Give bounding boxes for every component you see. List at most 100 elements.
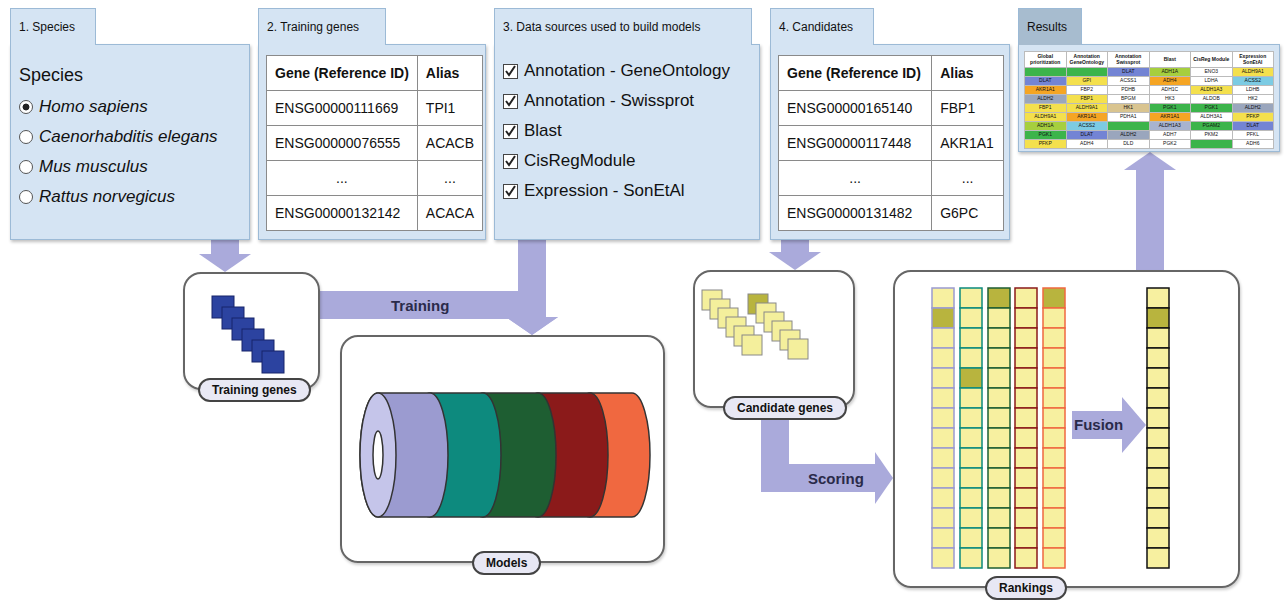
- result-cell: ALDH9A1: [1066, 104, 1108, 113]
- table-cell: ENSG00000131482: [779, 196, 932, 231]
- ranking-cell: [960, 328, 982, 348]
- ranking-cell: [1015, 488, 1037, 508]
- ranking-cell: [988, 528, 1010, 548]
- result-cell: GPI: [1066, 77, 1108, 86]
- ranking-cell: [1043, 428, 1065, 448]
- checkbox-option: Annotation - Swissprot: [503, 91, 694, 111]
- table-cell: ...: [417, 161, 482, 196]
- result-cell: ADH1A: [1025, 122, 1067, 131]
- input-panel: ResultsGlobal prioritizationAnnotation G…: [1018, 8, 1280, 152]
- result-cell: PFKL: [1232, 131, 1274, 140]
- result-cell: ALDH3A1: [1191, 113, 1233, 122]
- result-cell: AKR1A1: [1066, 113, 1108, 122]
- table-cell: ...: [779, 161, 932, 196]
- ranking-cell: [1015, 308, 1037, 328]
- ranking-cell: [932, 408, 954, 428]
- ranking-columns: [932, 288, 1169, 568]
- result-cell: HK2: [1232, 95, 1274, 104]
- cell-text: ...: [444, 170, 456, 186]
- gene-alias: ALDH2: [1120, 131, 1136, 137]
- ranking-cell: [960, 388, 982, 408]
- table-cell: ACACB: [417, 126, 482, 161]
- candidate-square: [788, 339, 808, 359]
- label-text: Training genes: [212, 383, 297, 397]
- column-header: Global prioritization: [1030, 53, 1060, 65]
- ranking-cell: [1147, 448, 1169, 468]
- table-row: FBP1ALDH9A1HK1PGK1PGK1ALDH2: [1025, 104, 1274, 113]
- result-cell: DLAT: [1066, 131, 1108, 140]
- ranking-cell: [932, 328, 954, 348]
- table-row: ENSG00000111669TPI1: [267, 91, 483, 126]
- ranking-cell: [932, 528, 954, 548]
- arrow-head: [506, 317, 558, 335]
- gene-alias: FBP1: [1080, 95, 1093, 101]
- table-cell: FBP1: [932, 91, 1004, 126]
- ranking-cell: [1043, 308, 1065, 328]
- panel-body: Annotation - GeneOntologyAnnotation - Sw…: [494, 44, 760, 240]
- ranking-cell: [988, 448, 1010, 468]
- result-cell: FBP2: [1066, 86, 1108, 95]
- radio-button: [19, 190, 33, 204]
- result-cell: DLAT: [1232, 122, 1274, 131]
- option-text: Annotation - Swissprot: [524, 91, 694, 111]
- result-cell: ALDH9A1: [1232, 68, 1274, 77]
- checkbox-frame: [504, 184, 518, 198]
- ranking-cell: [1147, 388, 1169, 408]
- ranking-cell: [932, 288, 954, 308]
- arrow-head: [199, 254, 251, 272]
- cell-text: G6PC: [940, 205, 978, 221]
- gene-alias: ADH6: [1246, 140, 1259, 146]
- result-cell: PDHB: [1108, 86, 1150, 95]
- result-cell: ACSS1: [1108, 77, 1150, 86]
- gene-alias: BPGM: [1121, 95, 1136, 101]
- tab-label: 4. Candidates: [779, 20, 853, 34]
- ranking-cell: [960, 448, 982, 468]
- result-cell: ADH4: [1066, 140, 1108, 149]
- ranking-cell: [960, 308, 982, 328]
- column-header: Expression SonEtAl: [1239, 53, 1266, 65]
- ranking-cell: [1015, 388, 1037, 408]
- stage-box: Candidate genes: [693, 270, 855, 408]
- result-cell: ALDH1A3: [1191, 86, 1233, 95]
- label-text: Candidate genes: [737, 401, 833, 415]
- tab-label: 1. Species: [19, 20, 75, 34]
- result-cell: PFKP: [1232, 113, 1274, 122]
- option-text: Mus musculus: [39, 157, 148, 177]
- gene-alias: ACSS2: [1245, 77, 1261, 83]
- ranking-cell: [988, 328, 1010, 348]
- cell-text: TPI1: [426, 100, 456, 116]
- gene-alias: DLAT: [1122, 68, 1134, 74]
- result-cell: ALDH1A3: [1149, 122, 1191, 131]
- gene-alias: ADH4: [1080, 140, 1093, 146]
- ranking-cell: [1147, 348, 1169, 368]
- gene-alias: FBP1: [1039, 104, 1052, 110]
- check-mark: [506, 66, 515, 75]
- ranking-cell: [1015, 428, 1037, 448]
- table-cell: CisReg Module: [1191, 52, 1233, 68]
- panel-body: Gene (Reference ID)AliasENSG00000111669T…: [258, 44, 486, 240]
- ranking-cell: [932, 448, 954, 468]
- flow-arrow: [1124, 152, 1176, 270]
- gene-alias: LDHA: [1205, 77, 1218, 83]
- checkbox-option: Annotation - GeneOntology: [503, 61, 730, 81]
- table-row: Gene (Reference ID)Alias: [267, 56, 483, 91]
- ranking-cell: [988, 308, 1010, 328]
- column-header: Alias: [940, 65, 973, 81]
- result-cell: FBP1: [1066, 95, 1108, 104]
- ranking-cell: [1015, 368, 1037, 388]
- ranking-cell: [1147, 488, 1169, 508]
- gene-alias: PDHB: [1121, 86, 1135, 92]
- gene-alias: PFKP: [1039, 140, 1052, 146]
- ranking-cell: [988, 408, 1010, 428]
- ranking-cell: [1147, 368, 1169, 388]
- table-cell: G6PC: [932, 196, 1004, 231]
- flow-arrow: [769, 240, 821, 270]
- gene-squares: [212, 290, 808, 373]
- ranking-cell: [1043, 528, 1065, 548]
- gene-alias: ADH4: [1163, 77, 1176, 83]
- cell-text: ENSG00000076555: [275, 135, 400, 151]
- ranking-cell: [1015, 328, 1037, 348]
- gene-alias: AKR1A1: [1077, 113, 1096, 119]
- ranking-cell: [932, 548, 954, 568]
- gene-alias: ALDH9A1: [1076, 104, 1098, 110]
